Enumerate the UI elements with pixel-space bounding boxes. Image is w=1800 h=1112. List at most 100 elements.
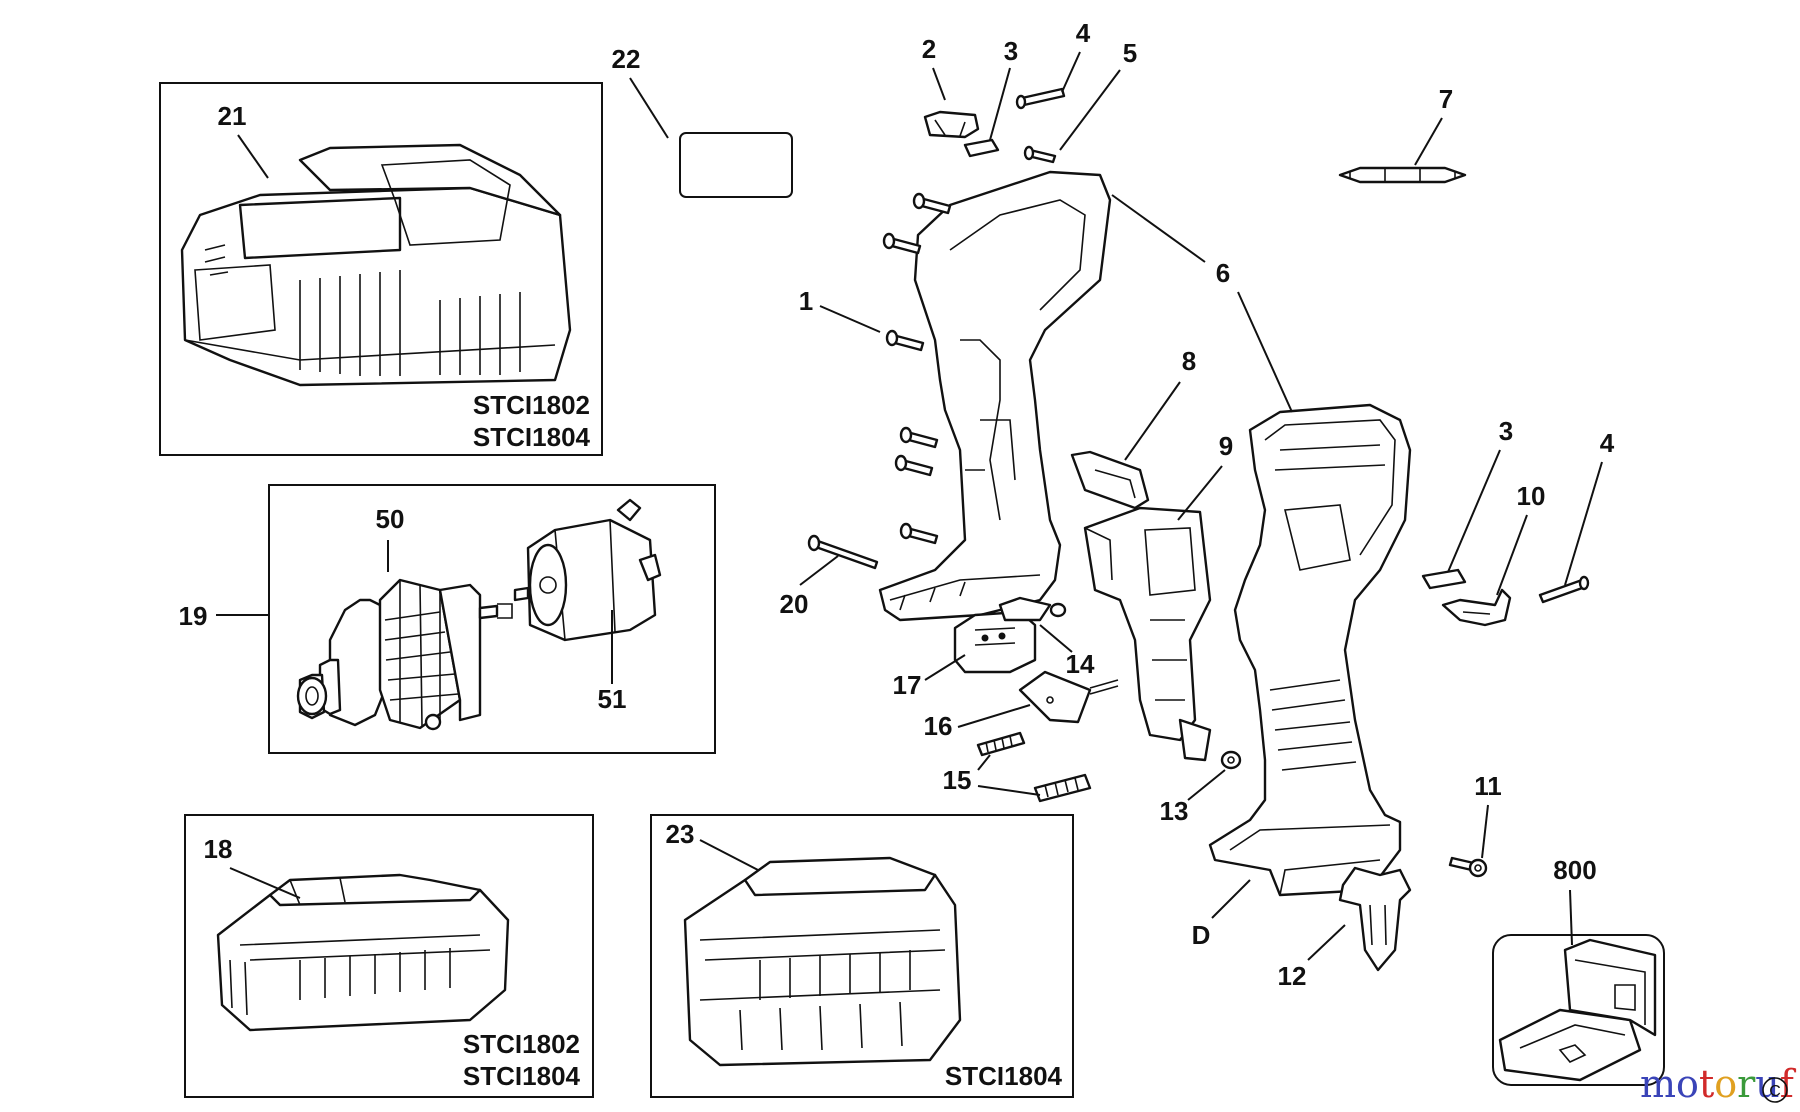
leader-6b (1237, 291, 1293, 413)
small-battery-model-2: STCI1804 (463, 1061, 581, 1091)
right-housing-illustration (1208, 403, 1412, 897)
plate-16-illustration (1018, 670, 1119, 724)
callout-16: 16 (924, 711, 953, 741)
leader-15 (977, 785, 1041, 796)
callout-3-right: 3 (1499, 416, 1513, 446)
watermark-letter: t (1699, 1062, 1714, 1106)
belt-clip-12-illustration (1338, 866, 1412, 972)
clip-2-illustration (923, 110, 980, 139)
callout-19: 19 (179, 601, 208, 631)
leader-800 (1569, 889, 1573, 946)
leader-9 (1177, 465, 1223, 521)
watermark-letter: o (1714, 1062, 1737, 1106)
pin-4-top-illustration (1015, 87, 1066, 110)
callout-12: 12 (1278, 961, 1307, 991)
clip-10-illustration (1441, 588, 1512, 627)
leader-3-top (989, 67, 1011, 141)
callout-800: 800 (1553, 855, 1596, 885)
screw-20-illustration (807, 534, 879, 570)
screw-11-illustration (1448, 856, 1488, 878)
charger-illustration (180, 143, 572, 387)
charger-model-2: STCI1804 (473, 422, 591, 452)
switch-cover-8-illustration (1070, 450, 1150, 510)
leader-22 (629, 77, 669, 139)
leader-2 (932, 67, 946, 101)
callout-50: 50 (376, 504, 405, 534)
callout-10: 10 (1517, 481, 1546, 511)
small-battery-panel: 18 STCI1802 STCI1804 (184, 814, 594, 1098)
led-board-17-illustration (953, 610, 1037, 674)
case-800-panel: 800 (1492, 855, 1665, 1086)
leader-4-right (1564, 461, 1603, 586)
callout-8: 8 (1182, 346, 1196, 376)
label-plate-part: 22 (612, 44, 793, 198)
callout-11: 11 (1474, 771, 1502, 801)
leader-5 (1059, 69, 1121, 151)
leader-1 (819, 305, 881, 333)
callout-17: 17 (893, 670, 922, 700)
watermark-letter: m (1640, 1062, 1676, 1106)
callout-15: 15 (943, 765, 972, 795)
callout-51: 51 (598, 684, 627, 714)
watermark-letter: f (1780, 1062, 1797, 1106)
leader-10 (1496, 514, 1528, 596)
callout-18: 18 (204, 834, 233, 864)
watermark-letter: o (1676, 1062, 1699, 1106)
watermark-letter: r (1737, 1062, 1756, 1106)
callout-3-top: 3 (1004, 36, 1018, 66)
leader-D (1211, 879, 1251, 919)
callout-2: 2 (922, 34, 936, 64)
switch-9-illustration (1083, 506, 1212, 762)
large-battery-illustration (683, 856, 962, 1067)
charger-panel: 21 STCI1802 STCI1804 (159, 82, 603, 456)
screw-5-illustration (1023, 145, 1057, 164)
bit-7-illustration (1338, 166, 1467, 184)
leader-15b (977, 754, 991, 771)
watermark-text: motoruf (1640, 1062, 1797, 1106)
leader-18 (229, 867, 301, 899)
motor-illustration (513, 498, 662, 642)
springs-15-illustration (976, 731, 1092, 803)
leader-7 (1414, 117, 1443, 166)
callout-21: 21 (218, 101, 247, 131)
leader-11 (1481, 804, 1489, 859)
leader-6a (1111, 194, 1206, 263)
callout-1: 1 (799, 286, 813, 316)
gearbox-illustration (296, 578, 513, 731)
callout-22: 22 (612, 44, 641, 74)
leader-12 (1307, 924, 1346, 961)
left-housing-illustration (878, 170, 1112, 622)
callout-14: 14 (1066, 649, 1095, 679)
callout-D: D (1192, 920, 1211, 950)
leader-23 (699, 839, 759, 871)
leader-13 (1187, 769, 1226, 801)
pin-4-right-illustration (1538, 575, 1590, 604)
callout-4-right: 4 (1600, 428, 1615, 458)
leader-21 (237, 134, 269, 179)
watermark-suffix: C (1769, 1083, 1781, 1100)
large-battery-model: STCI1804 (945, 1061, 1063, 1091)
gearbox-motor-panel: 50 51 19 (179, 484, 716, 754)
callout-7: 7 (1439, 84, 1453, 114)
small-battery-illustration (216, 873, 510, 1032)
callout-13: 13 (1160, 796, 1189, 826)
housing-screws (882, 192, 952, 545)
charger-model-1: STCI1802 (473, 390, 590, 420)
leader-3-right (1447, 449, 1501, 573)
leader-20 (799, 555, 839, 586)
leader-17 (924, 654, 966, 681)
callout-4-top: 4 (1076, 18, 1091, 48)
pad-3-top-illustration (963, 138, 1000, 158)
callout-9: 9 (1219, 431, 1233, 461)
leader-8 (1124, 381, 1181, 461)
callout-6: 6 (1216, 258, 1230, 288)
large-battery-panel: 23 STCI1804 (650, 814, 1074, 1098)
leader-16 (957, 704, 1031, 728)
watermark-logo: motoruf C (1640, 1062, 1797, 1106)
small-battery-model-1: STCI1802 (463, 1029, 580, 1059)
case-illustration (1498, 938, 1657, 1082)
callout-23: 23 (666, 819, 695, 849)
callout-5: 5 (1123, 38, 1137, 68)
nut-13-illustration (1220, 750, 1242, 770)
